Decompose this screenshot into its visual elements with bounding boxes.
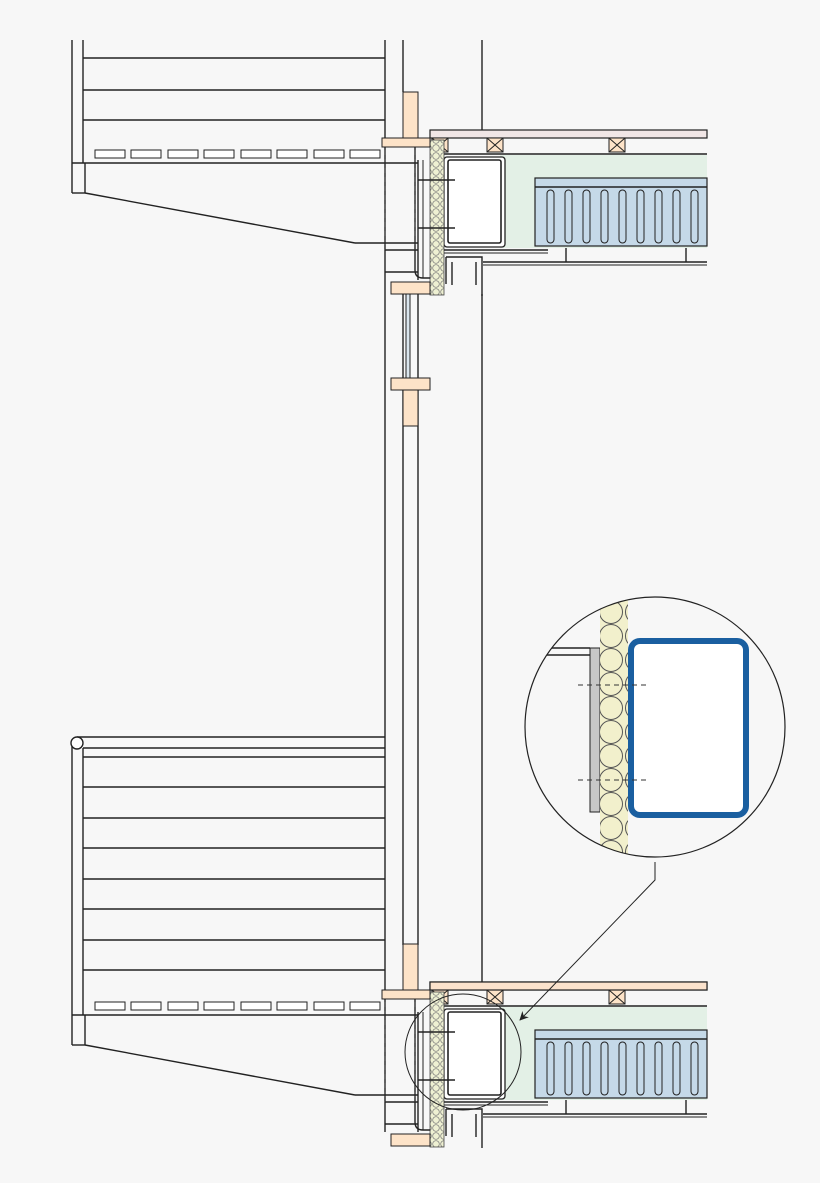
lower-stair (70, 736, 385, 1045)
detail-callout-icon (404, 993, 522, 1111)
rhs-steel-beam-icon (628, 638, 749, 818)
upper-stair (71, 40, 385, 193)
leader-arrow (519, 862, 656, 1021)
timber-block-icon (390, 377, 431, 391)
enlarged-detail (524, 596, 786, 858)
